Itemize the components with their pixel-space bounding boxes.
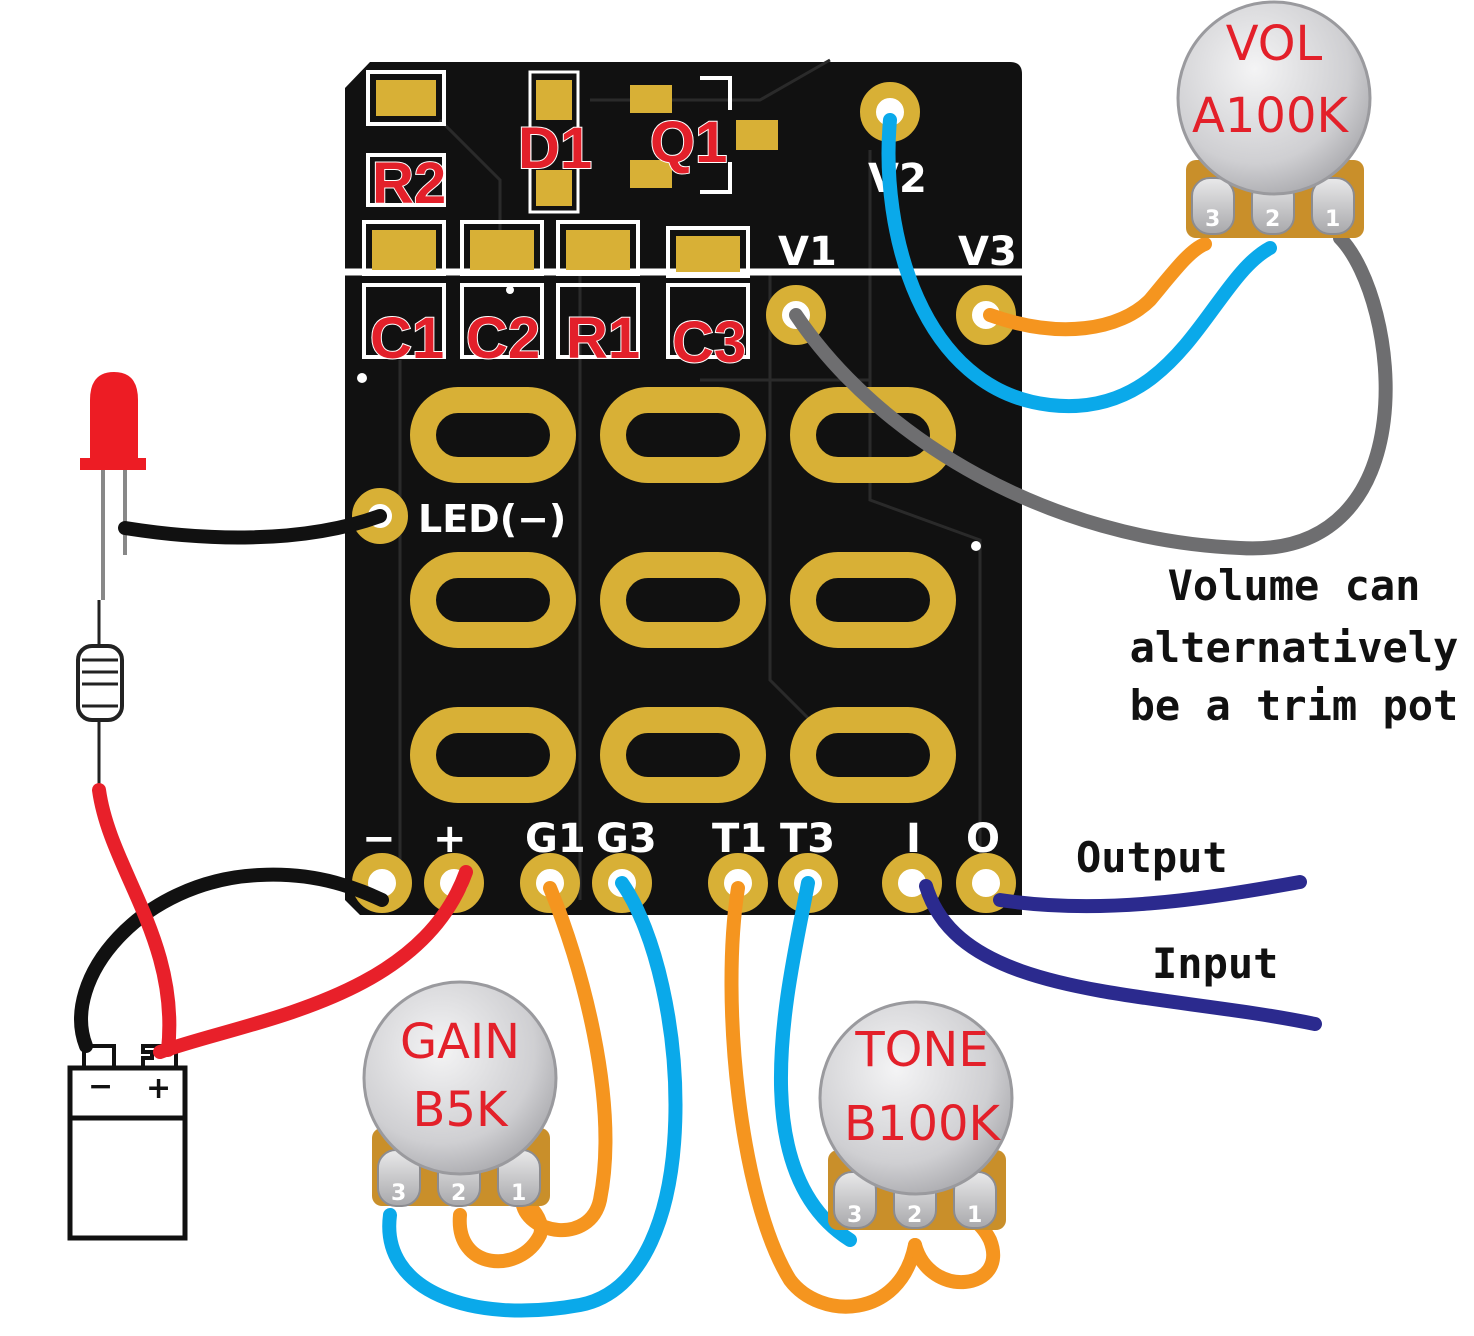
refdes-d1: D1: [518, 116, 592, 181]
fs-pad: [600, 552, 766, 648]
vol-name: VOL: [1226, 16, 1323, 72]
wire-v3-vol3: [983, 237, 1212, 337]
smd-footprints: [357, 70, 981, 551]
wire-v2-vol2: [881, 113, 1277, 414]
gain-value: B5K: [413, 1082, 509, 1138]
gain-pin-2: 2: [451, 1181, 466, 1206]
pot-tone: 3 2 1 TONE B100K: [818, 1000, 1014, 1230]
wire-t1-tone2: [724, 881, 922, 1314]
wires: [74, 113, 1393, 1318]
fs-pad: [410, 387, 576, 483]
label-t1: T1: [712, 816, 767, 862]
gain-name: GAIN: [400, 1014, 520, 1070]
vol-pin-3: 3: [1205, 207, 1220, 232]
tone-pin-1: 1: [967, 1203, 982, 1228]
vol-pin-2: 2: [1265, 207, 1280, 232]
label-input-pad: I: [906, 816, 921, 862]
label-g3: G3: [596, 816, 657, 862]
note-line-1: Volume can: [1168, 561, 1421, 610]
note-line-2: alternatively: [1130, 623, 1459, 672]
wire-output: [993, 875, 1307, 914]
label-t3: T3: [780, 816, 835, 862]
pad-labels: V2 V1 V3 LED(−) − + G1 G3 T1 T3 I O: [362, 156, 1017, 862]
wire-led-neg: [118, 509, 387, 545]
vol-knob: [1176, 0, 1372, 196]
fs-pad: [600, 707, 766, 803]
tone-value: B100K: [844, 1096, 1002, 1152]
refdes-c1: C1: [370, 306, 444, 371]
led-resistor: [76, 600, 124, 790]
output-label: Output: [1076, 833, 1228, 882]
vol-pin-1: 1: [1325, 207, 1340, 232]
label-led-neg: LED(−): [418, 497, 566, 541]
reference-designators: R2 D1 Q1 C1 C2 R1 C3: [369, 109, 747, 376]
refdes-q1: Q1: [650, 110, 727, 175]
label-output-pad: O: [966, 816, 1000, 862]
fs-pad: [410, 707, 576, 803]
wire-gain-jumper: [452, 1193, 548, 1269]
fs-pad: [790, 552, 956, 648]
label-plus: +: [433, 816, 467, 862]
wire-t3-tone3: [773, 876, 857, 1247]
annotations: Output Input Volume can alternatively be…: [1076, 561, 1458, 988]
battery-minus-label: −: [88, 1069, 113, 1104]
gain-knob: [362, 980, 558, 1176]
label-g1: G1: [525, 816, 586, 862]
gain-pin-3: 3: [391, 1181, 406, 1206]
note-line-3: be a trim pot: [1130, 681, 1459, 730]
refdes-c3: C3: [672, 310, 746, 375]
refdes-c2: C2: [466, 306, 540, 371]
battery-plus-label: +: [146, 1071, 171, 1106]
wire-battery-negative: [74, 867, 389, 1053]
label-v1: V1: [778, 229, 837, 275]
tone-name: TONE: [854, 1022, 988, 1078]
tone-knob: [818, 1000, 1014, 1196]
tone-pin-2: 2: [907, 1203, 922, 1228]
tone-pin-3: 3: [847, 1203, 862, 1228]
wire-v1-vol1: [789, 231, 1393, 556]
refdes-r2: R2: [372, 151, 446, 216]
input-label: Input: [1152, 939, 1278, 988]
battery-snap: − +: [67, 1044, 188, 1241]
fs-pad: [410, 552, 576, 648]
gain-pin-1: 1: [511, 1181, 526, 1206]
fs-pad: [600, 387, 766, 483]
led: [80, 372, 146, 600]
vol-value: A100K: [1192, 88, 1349, 144]
wire-g3-gain3: [382, 876, 683, 1318]
wire-battery-positive: [153, 865, 473, 1059]
pot-vol: 3 2 1 VOL A100K: [1176, 0, 1372, 238]
wire-led-resistor: [92, 783, 177, 1057]
pot-gain: 3 2 1 GAIN B5K: [362, 980, 558, 1207]
refdes-r1: R1: [566, 306, 640, 371]
label-minus: −: [362, 816, 396, 862]
label-v3: V3: [958, 229, 1017, 275]
fs-pad: [790, 707, 956, 803]
wire-input: [919, 879, 1322, 1031]
